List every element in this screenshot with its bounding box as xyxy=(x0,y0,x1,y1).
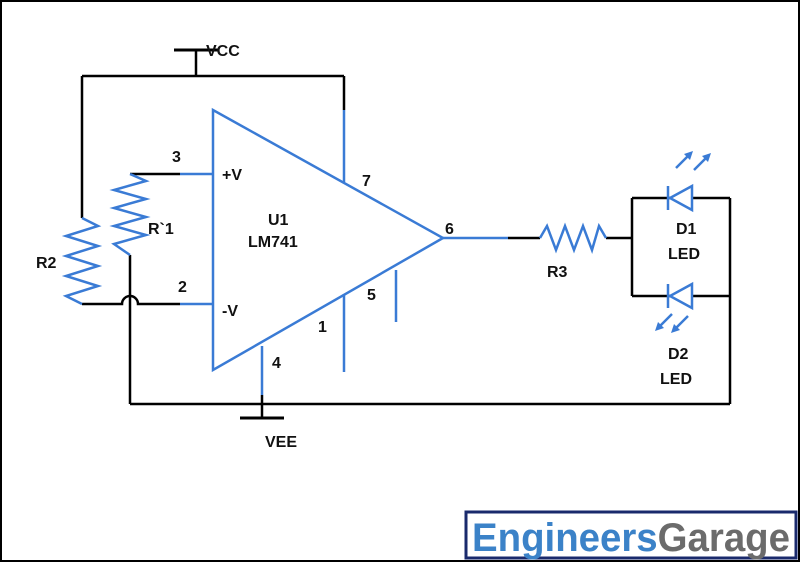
label-part: LM741 xyxy=(248,234,298,251)
label-pin5: 5 xyxy=(367,287,376,304)
labels: VCC VEE U1 LM741 +V -V 3 2 7 6 5 1 4 R`1… xyxy=(36,43,700,451)
components xyxy=(61,107,709,395)
label-r3: R3 xyxy=(547,264,568,281)
wires xyxy=(80,50,732,418)
label-d1: D1 xyxy=(676,221,697,238)
label-vcc: VCC xyxy=(206,43,240,60)
label-minus-v: -V xyxy=(222,303,238,320)
label-d1-type: LED xyxy=(668,246,700,263)
logo-frame xyxy=(464,510,798,560)
label-pin2: 2 xyxy=(178,279,187,296)
led-arrowheads xyxy=(655,151,711,333)
label-u1: U1 xyxy=(268,212,289,229)
logo-part-engineers: Engineers xyxy=(472,516,658,560)
label-d2: D2 xyxy=(668,346,689,363)
label-r1: R`1 xyxy=(148,221,174,238)
label-pin3: 3 xyxy=(172,149,181,166)
op-amp-u1 xyxy=(211,107,446,373)
resistor-r2 xyxy=(61,216,103,306)
engineers-garage-logo: EngineersGarage xyxy=(464,510,798,560)
led-d2 xyxy=(657,281,694,331)
resistor-r3 xyxy=(538,222,608,254)
resistor-r1 xyxy=(109,172,151,257)
label-pin6: 6 xyxy=(445,221,454,238)
label-pin4: 4 xyxy=(272,355,281,372)
label-r2: R2 xyxy=(36,255,57,272)
label-vee: VEE xyxy=(265,434,297,451)
label-pin7: 7 xyxy=(362,173,371,190)
label-pin1: 1 xyxy=(318,319,327,336)
logo-part-garage: Garage xyxy=(658,516,790,560)
label-plus-v: +V xyxy=(222,167,242,184)
label-d2-type: LED xyxy=(660,371,692,388)
power-symbols xyxy=(174,48,284,420)
led-d1 xyxy=(666,153,709,213)
logo-text: EngineersGarage xyxy=(472,516,790,560)
